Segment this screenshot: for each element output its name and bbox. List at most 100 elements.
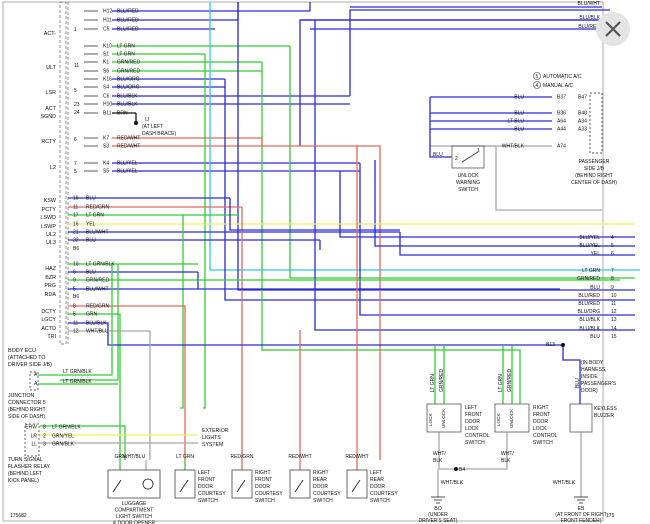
junction-name: JUNCTION (8, 393, 34, 399)
unlock-wire-label: BLU (433, 152, 443, 158)
top-wire-label-15: BLU/YEL (117, 169, 138, 175)
junction-name2: CONNECTOR 5 (8, 400, 46, 406)
bottom-switch-2-label-2: DOOR (255, 484, 270, 490)
bottom-switch-contact-3 (294, 479, 304, 493)
top-wire-label-12: RED/WHT (117, 136, 140, 142)
ij-label: IJ (145, 117, 149, 123)
conn-k1: K1 (103, 60, 109, 66)
lock-0-wb-2: BLK (433, 458, 443, 464)
bottom-switch-0-label-3: & DOOR OPENER (113, 521, 156, 524)
turn-note1: (BEHIND LEFT (8, 471, 42, 477)
legend-auto-ac: AUTOMATIC A/C (543, 74, 582, 80)
turn-num-1: 2 (43, 434, 46, 440)
right-wire-num-5: 9 (611, 285, 614, 291)
low-pin-1: 6 (73, 270, 76, 276)
bottom-switch-3-label-4: SWITCH (313, 498, 333, 504)
ecu-pin-ult: ULT (46, 65, 56, 71)
lock-1-wb-2: BLK (501, 458, 511, 464)
ecu-pin-lgcy: LGCY (41, 317, 56, 323)
keyless-ground-label: WHT/BLK (553, 480, 576, 486)
blu-red-run-a (237, 2, 635, 291)
top-wire-label-8: BLU/ORG (117, 85, 140, 91)
lock-0-w1: LT GRN (430, 374, 436, 392)
ecu-pin-ul2: UL2 (46, 232, 56, 238)
bottom-switch-4-label-0: LEFT (370, 470, 382, 476)
pjb-name2: SIDE J/B (584, 166, 605, 172)
right-wire-label-7: BLU/RED (578, 301, 600, 307)
footer-right: 175 (606, 513, 615, 519)
top-wire-label-5: GRN/RED (117, 60, 140, 66)
pin-num-0: 1 (74, 27, 77, 33)
pjb-note1: (BEHIND RIGHT (575, 173, 613, 179)
footer-left: 175682 (10, 513, 27, 519)
blu-wht-run (399, 232, 635, 256)
lock-1-label-1: FRONT (533, 412, 550, 418)
conn-k10: K10 (103, 44, 112, 50)
right-wire-num-2: 6 (611, 251, 614, 257)
right-wire-label-6: BLU/RED (578, 293, 600, 299)
pjb-wire-1: BLU (514, 111, 524, 117)
ecu-note2: DRIVER SIDE J/B) (8, 362, 52, 368)
wht-blu-bottom (68, 330, 151, 460)
bottom-switch-wire-label-1: LT GRN (176, 454, 194, 460)
top-wire-label-2: BLU/RED (117, 27, 139, 33)
bottom-switch-3-label-3: COURTESY (313, 491, 341, 497)
top-wire-label-11: BRN (117, 111, 128, 117)
b13-note-3: PASSENGER'S (581, 381, 617, 387)
top-wire-label-6: GRN/RED (117, 69, 140, 75)
lock-1-tag-lock: LOCK (496, 413, 501, 426)
low-label-3: BLU/WHT (86, 287, 109, 293)
pjb-cn-1: B36 (557, 111, 566, 117)
lt-grn-run-a (203, 54, 206, 409)
turn-name: TURN SIGNAL (8, 457, 43, 463)
bottom-switch-0-label-1: COMPARTMENT (115, 508, 154, 514)
keyless-wire: BLU (575, 378, 581, 388)
lock-0-label-2: DOOR (465, 419, 480, 425)
bottom-switch-0-label-0: LUGGAGE (122, 501, 147, 507)
bot-pin-1: 5 (73, 312, 76, 318)
right-wire-num-0: 4 (611, 235, 614, 241)
lock-0-label-1: FRONT (465, 412, 482, 418)
top-wire-label-1: BLU/RED (117, 18, 139, 24)
right-wire-num-6: 10 (611, 293, 617, 299)
low-pin-0: 10 (73, 262, 79, 268)
ecu-pin-prg: PRG (44, 283, 56, 289)
ecu-pin-actd: ACTD (41, 326, 56, 332)
bottom-switch-1-label-3: COURTESY (198, 491, 226, 497)
b13-note-1: HARNESS, (581, 367, 607, 373)
turn-name2: FLASHER RELAY (8, 464, 51, 470)
turn-wire-line-0 (40, 425, 126, 460)
right-wire-label-10: BLU/BLK (579, 326, 600, 332)
keyless-l1: KEYLESS (594, 406, 617, 412)
diagram-frame (2, 1, 604, 522)
red-grn-bottom (68, 305, 186, 460)
ecu-pin-pcty: PCTY (42, 207, 57, 213)
unlock-ground (484, 145, 602, 211)
ground-eb-note1: (AT FRONT OF RIGHT (555, 512, 606, 518)
pin-num-1: 11 (74, 63, 79, 69)
lock-0-label-0: LEFT (465, 405, 477, 411)
ecu-pin-tri: TRI (47, 334, 56, 340)
conn-c6: C6 (103, 94, 110, 100)
top-wire-label-9: BLU/BLK (117, 94, 138, 100)
ecu-name: BODY ECU (8, 348, 36, 354)
lock-1-w1: LT GRN (498, 374, 504, 392)
bottom-switch-wire-label-0: GRN (114, 454, 126, 460)
right-wire-num-8: 12 (611, 309, 617, 315)
exterior-1: EXTERIOR (202, 428, 229, 434)
close-button[interactable] (596, 12, 630, 46)
grn-red-run (261, 62, 521, 404)
ecu-pin-rda: RDA (45, 292, 57, 298)
bottom-switch-box-0 (107, 469, 161, 499)
b13-note-2: INSIDE (581, 374, 598, 380)
bottom-switch-1-label-1: FRONT (198, 477, 215, 483)
b4-label: B4 (459, 467, 465, 473)
pin-num-6: 7 (74, 161, 77, 167)
top-right-1: BLU/BLK (579, 15, 600, 21)
turn-wire-1: GRN/YEL (52, 434, 74, 440)
red-wht-down-1 (262, 145, 381, 460)
lock-1-label-2: DOOR (533, 419, 548, 425)
ground-bo-note2: DRIVER'S SEAT) (419, 518, 458, 524)
mid-label-0: BLU (86, 196, 96, 202)
bot-label-3: WHT/BLU (86, 329, 109, 335)
